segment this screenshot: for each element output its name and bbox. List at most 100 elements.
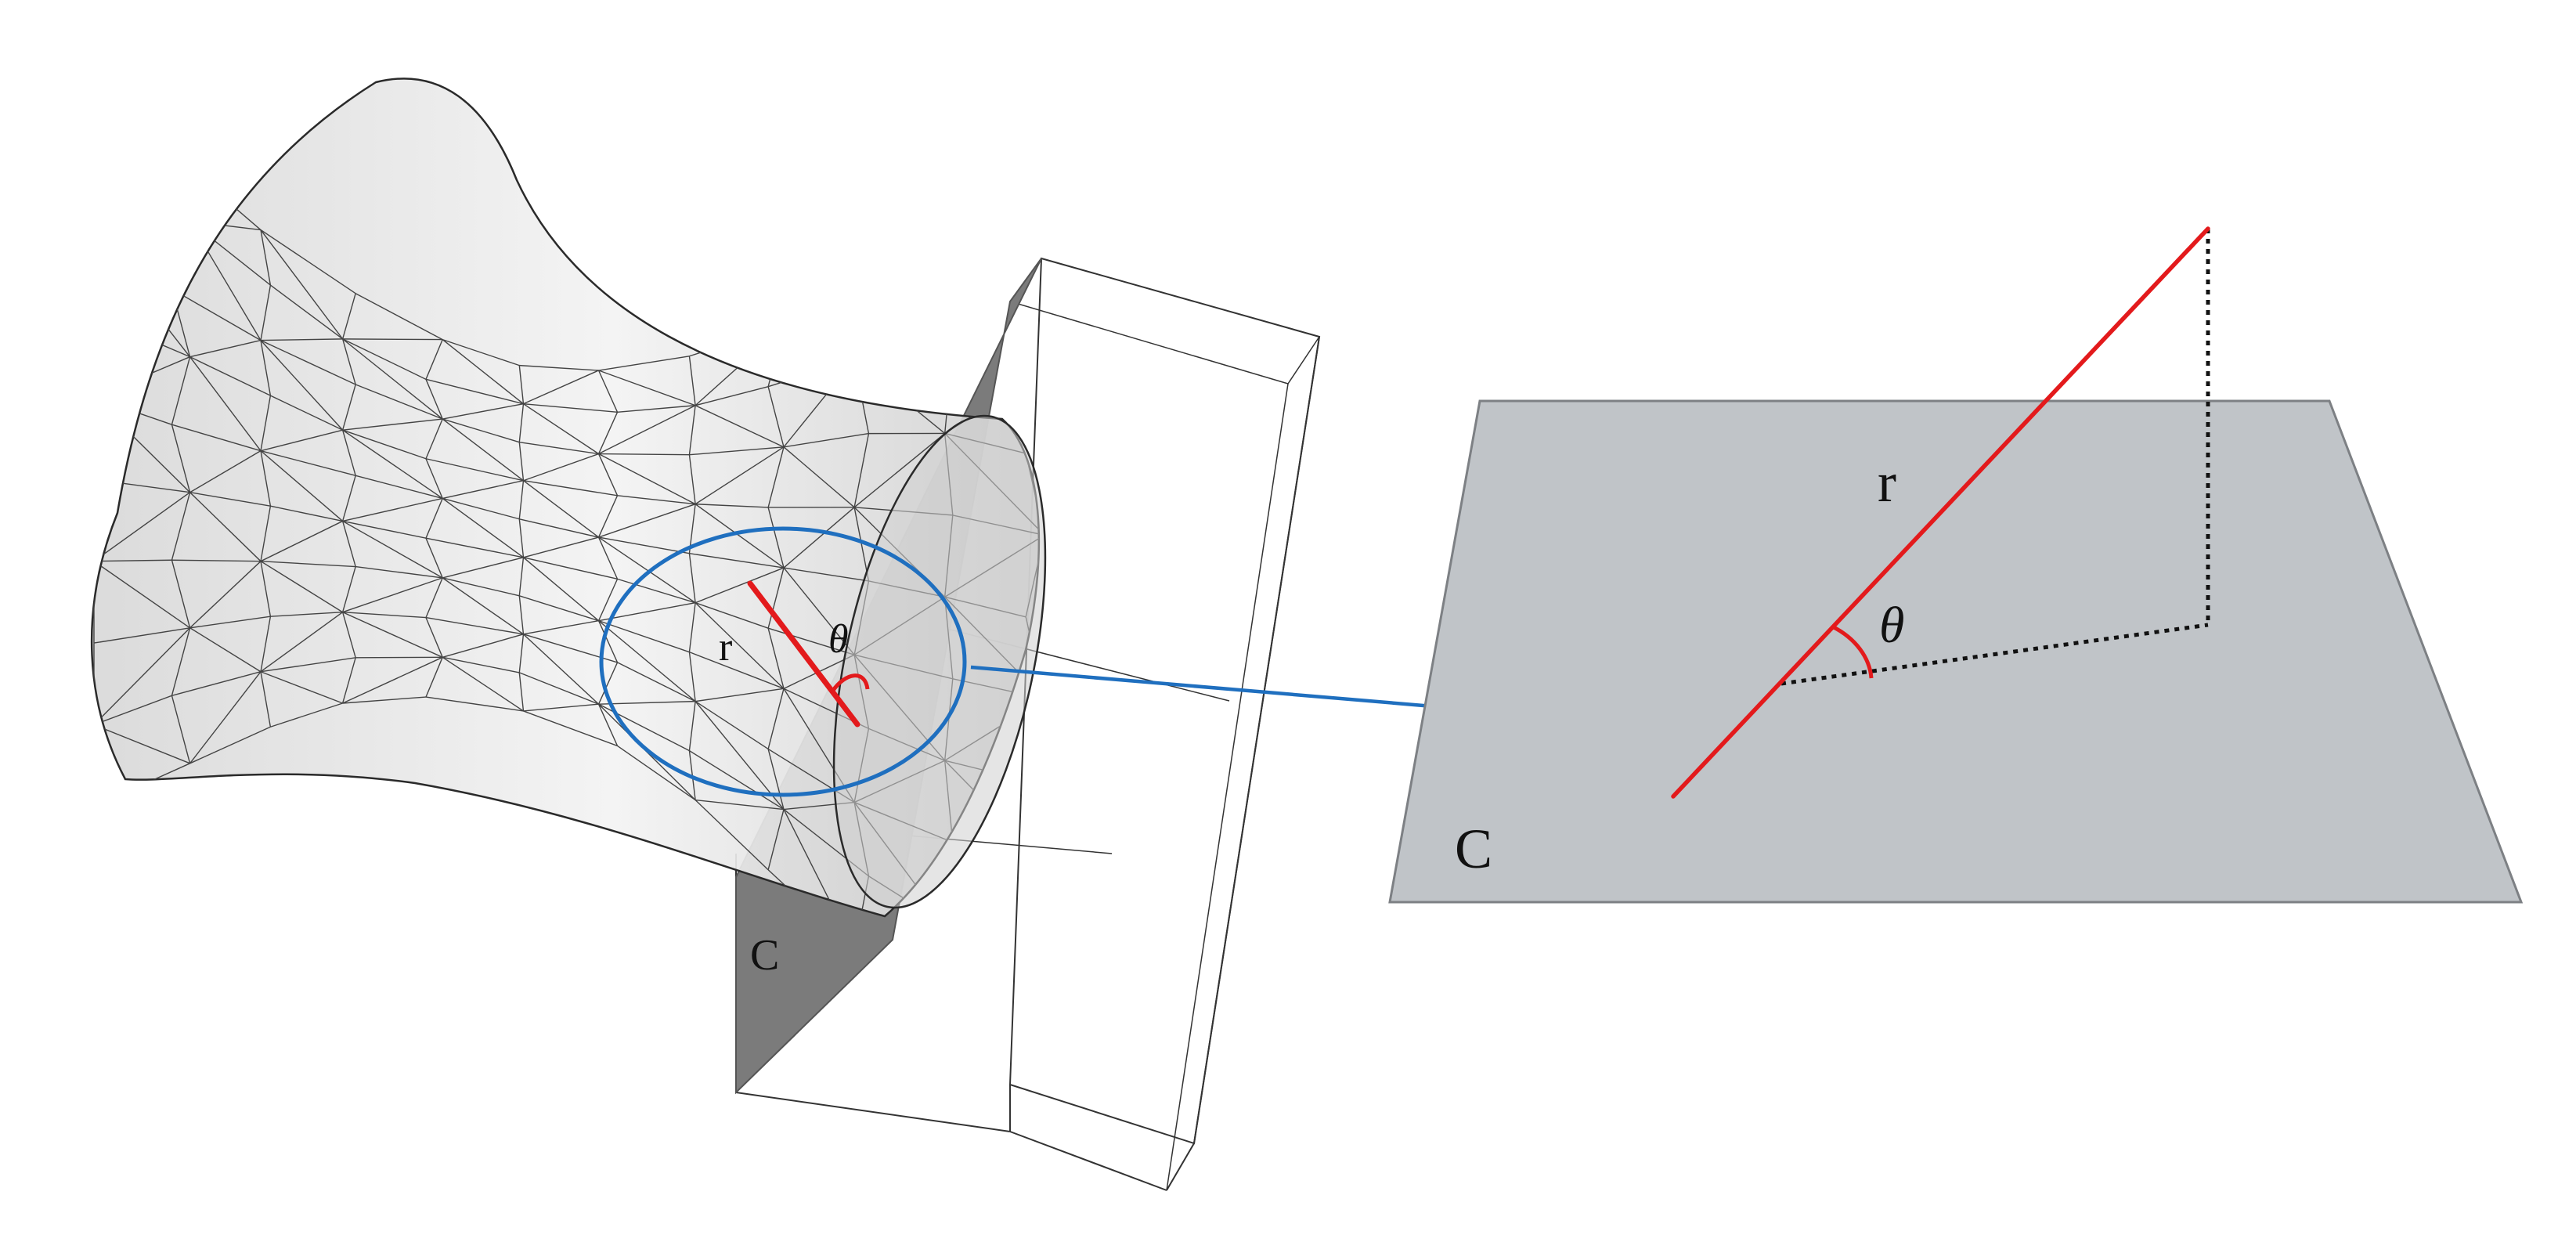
mesh-edge: [260, 339, 356, 385]
mesh-edge: [171, 153, 262, 231]
mesh-edge: [171, 153, 191, 222]
mesh-edge: [189, 492, 271, 507]
mesh-edge: [523, 403, 599, 455]
mesh-edge: [523, 370, 599, 405]
mesh-edge: [342, 612, 443, 658]
mesh-edge: [93, 233, 172, 290]
mesh-edge: [688, 701, 696, 751]
mesh-edge: [597, 453, 619, 496]
mesh-edge: [189, 616, 271, 629]
label-theta-left: θ: [828, 617, 849, 662]
mesh-edge: [425, 696, 524, 712]
mesh-edge: [518, 480, 525, 519]
mesh-edge: [617, 745, 696, 801]
mesh-edge: [260, 450, 344, 522]
mesh-edge: [171, 356, 191, 425]
mesh-edge: [425, 379, 443, 420]
mesh-edge: [442, 403, 524, 420]
mesh-edge: [270, 702, 343, 728]
mesh-edge: [944, 269, 1026, 291]
mesh-edge: [688, 652, 696, 702]
mesh-edge: [171, 424, 262, 452]
mesh-edge: [425, 537, 524, 558]
mesh-edge: [853, 432, 946, 508]
mesh-edge: [93, 627, 190, 644]
mesh-edge: [689, 325, 785, 357]
mesh-edge: [695, 800, 769, 871]
mesh-edge: [93, 561, 190, 629]
mesh-edge: [171, 671, 262, 696]
mesh-edge: [598, 700, 696, 705]
mesh-edge: [695, 504, 769, 508]
mesh-edge: [270, 395, 343, 431]
mesh-edge: [783, 567, 869, 582]
mesh-edge: [945, 924, 1044, 1026]
mesh-edge: [425, 458, 524, 482]
mesh-edge: [260, 561, 344, 613]
mesh-edge: [689, 552, 785, 569]
mesh-edge: [93, 233, 191, 358]
mesh-edge: [425, 617, 443, 658]
mesh-edge: [342, 338, 443, 341]
mesh-edge: [442, 418, 524, 482]
mesh-edge: [523, 557, 600, 622]
mesh-edge: [425, 378, 524, 405]
mesh-edge: [189, 671, 262, 764]
plane-c-right: [1388, 399, 2524, 904]
mesh-edge: [944, 861, 1039, 917]
mesh-edge: [523, 536, 599, 558]
left-figure: r θ C: [90, 78, 1321, 1191]
mesh-edge: [425, 339, 443, 380]
mesh-edge: [518, 518, 525, 558]
mesh-edge: [688, 553, 696, 603]
mesh-edge: [189, 356, 262, 452]
radius-line-left: [747, 580, 860, 728]
mesh-edge: [689, 446, 785, 456]
mesh-edge: [171, 288, 262, 341]
mesh-edge: [598, 453, 690, 456]
mesh-edge: [260, 612, 344, 673]
mesh-edge: [260, 506, 272, 561]
dotted-projection: [1780, 623, 2209, 686]
mesh-edge: [171, 695, 191, 764]
mesh-edge: [695, 602, 785, 689]
mesh-edge: [688, 454, 696, 504]
mesh-edge: [695, 446, 785, 505]
mesh-edge: [688, 602, 696, 652]
mesh-edge: [442, 480, 524, 500]
mesh-edge: [425, 458, 443, 499]
mesh-edge: [425, 577, 443, 618]
mesh-edge: [341, 657, 356, 704]
mesh-edge: [171, 560, 191, 628]
mesh-edge: [260, 520, 343, 562]
mesh-edge: [442, 497, 524, 558]
mesh-edge: [342, 520, 443, 579]
mesh-edge: [442, 577, 524, 635]
mesh-edge: [260, 450, 356, 476]
mesh-edge: [688, 356, 696, 406]
mesh-edge: [853, 286, 870, 360]
mesh-edge: [260, 450, 272, 507]
mesh-edge: [783, 809, 855, 917]
mesh-edge: [425, 616, 524, 635]
mesh-edge: [425, 418, 443, 460]
mesh-edge: [783, 325, 855, 361]
mesh-edge: [260, 284, 272, 341]
mesh-edge: [783, 507, 855, 569]
mesh-edge: [189, 627, 262, 673]
mesh-edge: [342, 497, 443, 522]
angle-arc-left: [830, 673, 870, 693]
label-theta-right: θ: [1879, 597, 1904, 654]
mesh-edge: [189, 339, 262, 358]
mesh-edge: [1026, 944, 1044, 1026]
mesh-edge: [341, 429, 356, 476]
mesh-edge: [767, 326, 785, 387]
mesh-edge: [767, 567, 785, 629]
mesh-edge: [695, 688, 785, 702]
mesh-edge: [260, 395, 272, 451]
mesh-edge: [523, 453, 599, 482]
mesh-edge: [597, 495, 619, 538]
mesh-edge: [597, 411, 619, 454]
mesh-edge: [93, 724, 190, 764]
